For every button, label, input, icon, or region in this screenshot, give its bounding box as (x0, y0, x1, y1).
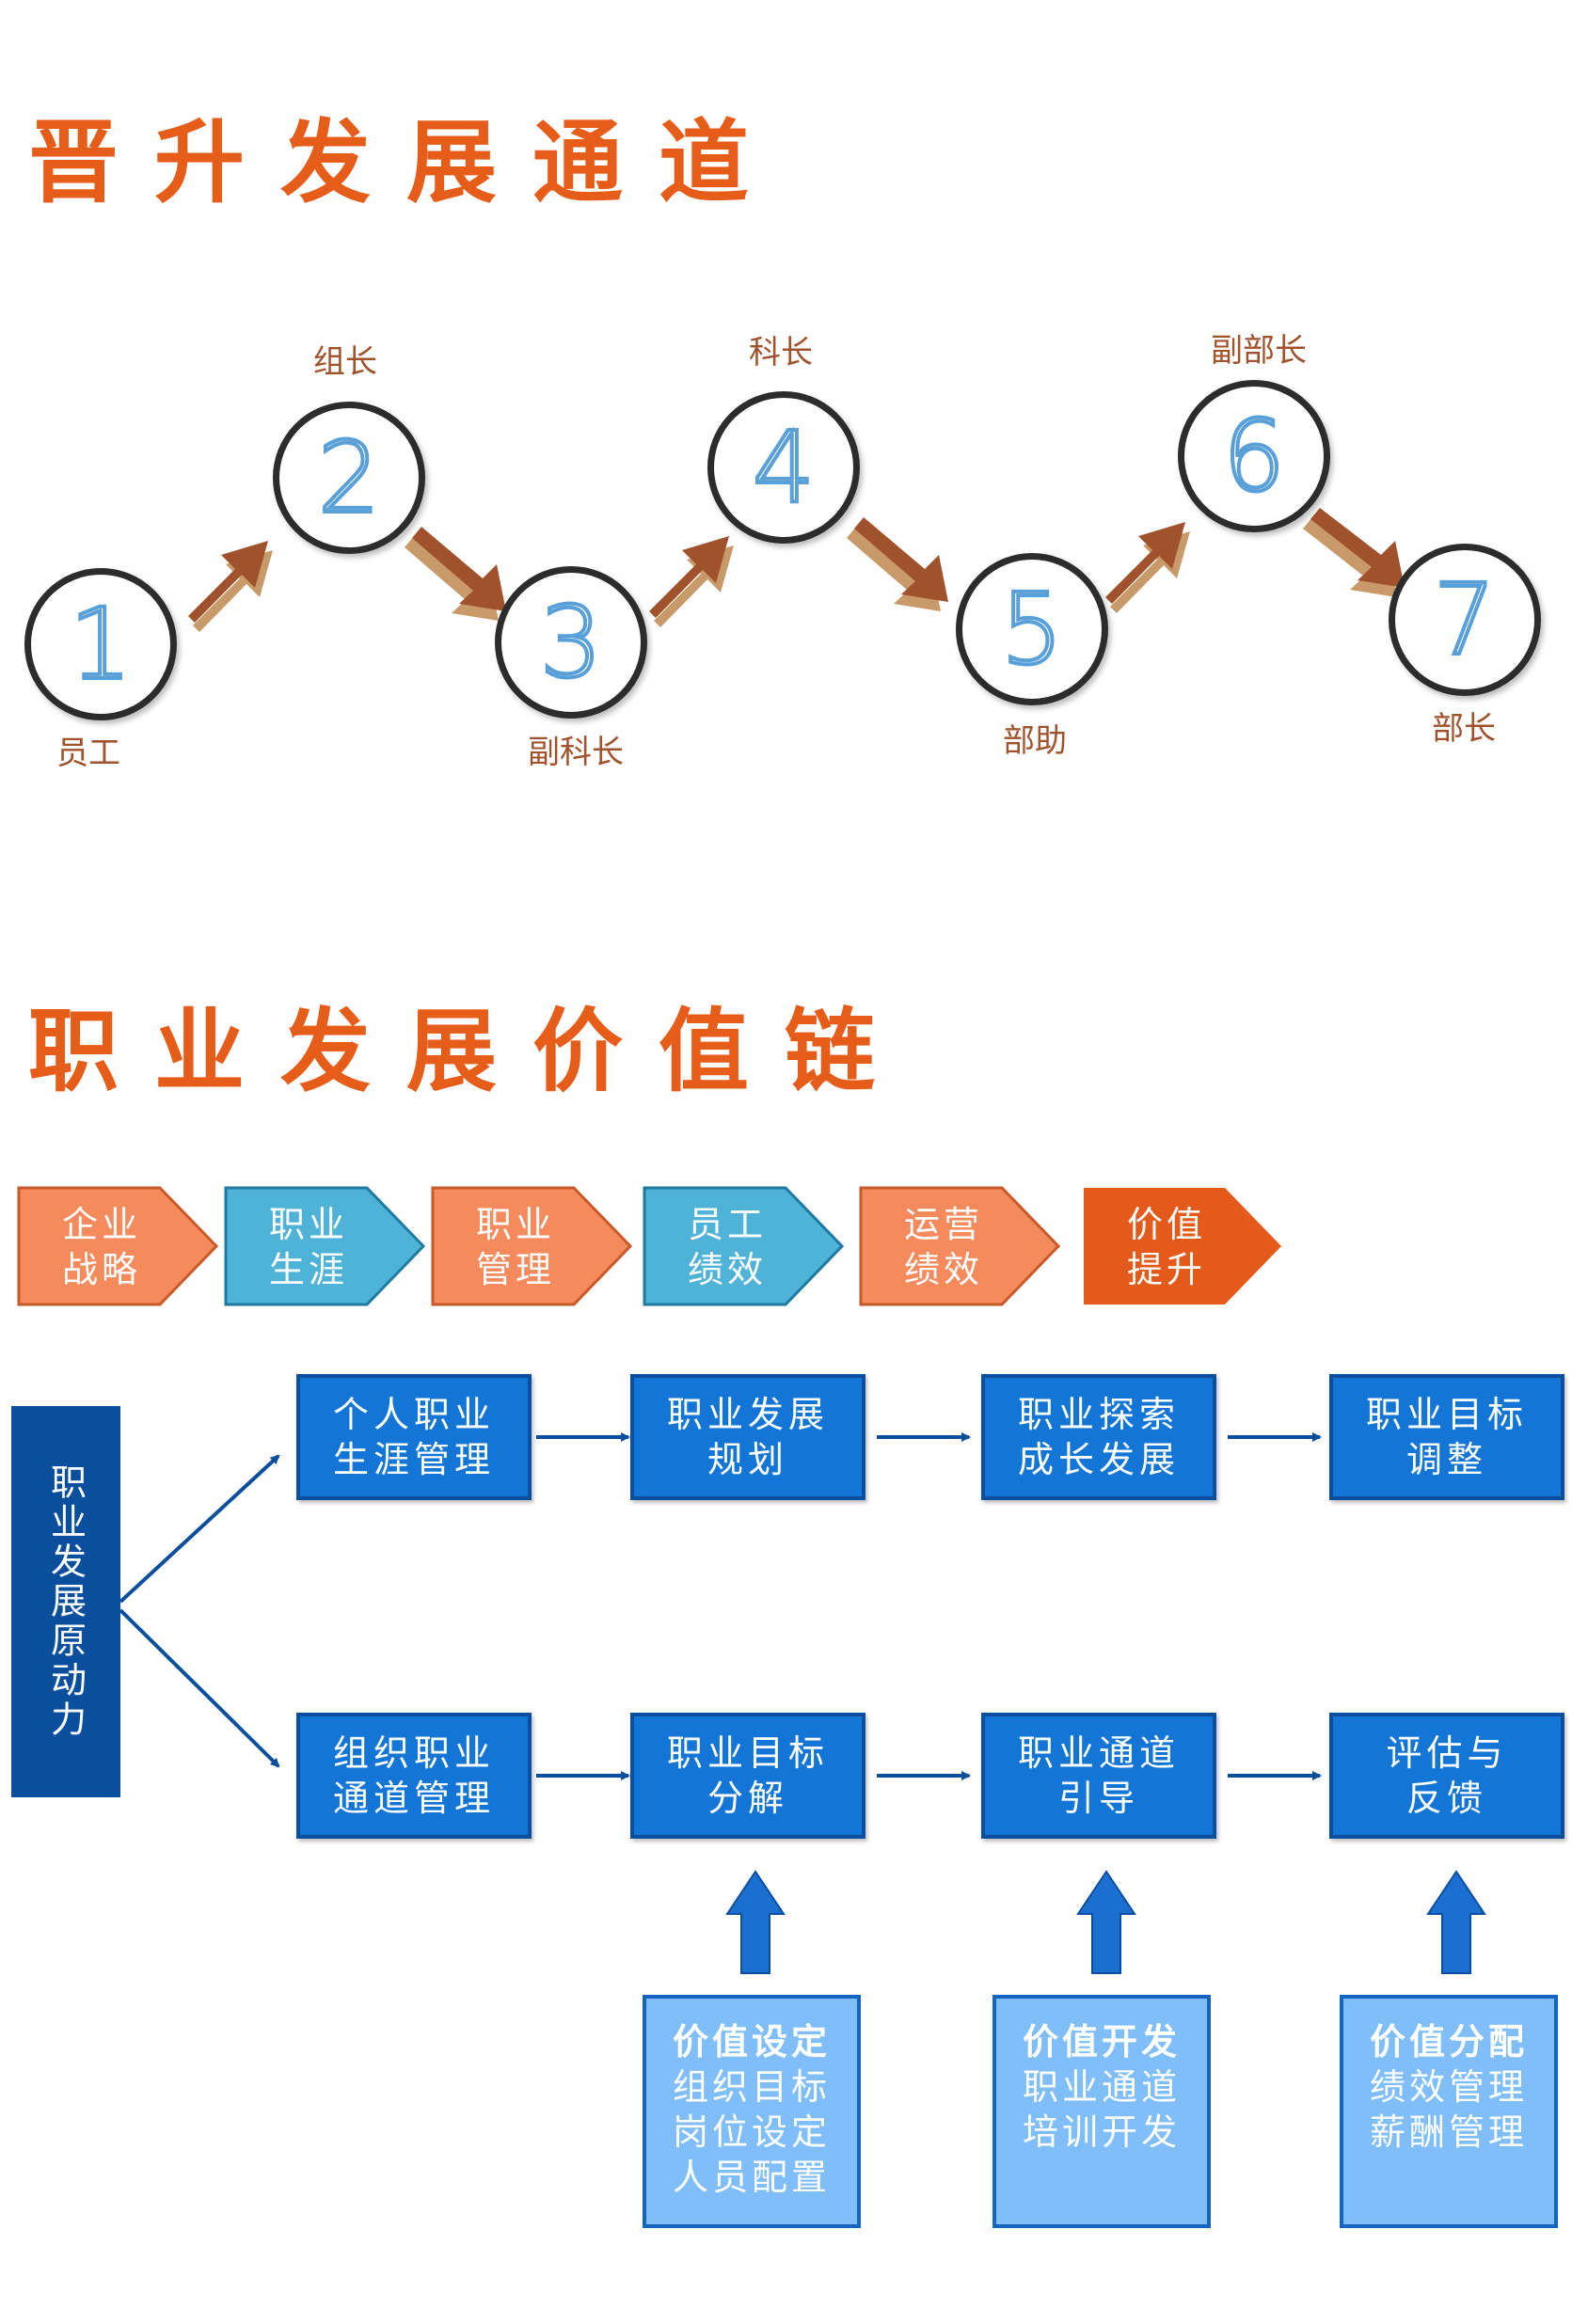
chevron-3: 职业管理 (475, 1204, 555, 1290)
level-circle-6: 6 (1178, 380, 1330, 532)
value-box-development-line: 职业通道 (1022, 2066, 1181, 2108)
chevron-shape-4 (643, 1186, 845, 1306)
chevron-shape-1 (17, 1186, 219, 1306)
row1-box-3: 职业探索成长发展 (981, 1374, 1216, 1500)
section-title-value-chain: 职业发展价值链 (28, 999, 911, 1104)
level-circle-2: 2 (273, 402, 425, 554)
chevron-shape-3 (431, 1186, 633, 1306)
chevron-6: 价值提升 (1126, 1204, 1206, 1290)
step-arrow-5 (1105, 522, 1190, 613)
origin-box: 职业发展原动力 (11, 1406, 120, 1797)
level-circle-1: 1 (24, 568, 177, 720)
up-arrow-3 (1426, 1870, 1486, 1974)
value-box-distribution-line: 绩效管理 (1369, 2066, 1528, 2108)
value-box-development-line: 培训开发 (1022, 2111, 1181, 2153)
value-box-distribution-line: 薪酬管理 (1369, 2111, 1528, 2153)
level-label-6: 副部长 (1211, 332, 1307, 370)
value-box-development-head: 价值开发 (1022, 2021, 1181, 2063)
step-arrow-3 (649, 536, 734, 627)
row2-box-1: 组织职业通道管理 (296, 1713, 532, 1839)
level-label-2: 组长 (313, 343, 377, 381)
row1-box-4: 职业目标调整 (1329, 1374, 1564, 1500)
value-box-distribution: 价值分配 绩效管理 薪酬管理 (1340, 1995, 1558, 2228)
row1-box-2: 职业发展规划 (630, 1374, 865, 1500)
level-circle-3: 3 (495, 566, 647, 719)
branch-arrow-down (119, 1608, 280, 1768)
value-box-setting: 价值设定 组织目标 岗位设定 人员配置 (643, 1995, 861, 2228)
value-box-setting-line: 人员配置 (672, 2157, 831, 2198)
level-circle-4: 4 (707, 391, 860, 544)
value-box-setting-head: 价值设定 (672, 2021, 831, 2063)
chevron-1: 企业战略 (61, 1204, 141, 1290)
chevron-shape-6 (1084, 1188, 1281, 1304)
level-circle-5: 5 (956, 553, 1108, 705)
step-arrow-4 (847, 517, 948, 611)
chevron-5: 运营绩效 (903, 1204, 983, 1290)
level-label-7: 部长 (1432, 710, 1496, 748)
value-box-setting-line: 组织目标 (672, 2066, 831, 2108)
step-arrow-6 (1303, 508, 1405, 597)
step-arrow-1 (188, 541, 273, 632)
chevron-4: 员工绩效 (687, 1204, 767, 1290)
up-arrow-1 (725, 1870, 786, 1974)
up-arrow-2 (1076, 1870, 1136, 1974)
section-title-promotion: 晋升发展通道 (28, 110, 785, 215)
branch-arrow-up (119, 1454, 280, 1604)
chevron-shape-2 (224, 1186, 426, 1306)
level-label-3: 副科长 (528, 734, 624, 771)
level-label-4: 科长 (749, 334, 813, 372)
chevron-shape-5 (859, 1186, 1061, 1306)
row1-box-1: 个人职业生涯管理 (296, 1374, 532, 1500)
chevron-2: 职业生涯 (268, 1204, 348, 1290)
level-label-1: 员工 (56, 735, 120, 772)
level-circle-7: 7 (1389, 544, 1541, 696)
level-label-5: 部助 (1003, 722, 1067, 760)
row2-box-4: 评估与反馈 (1329, 1713, 1564, 1839)
row2-box-2: 职业目标分解 (630, 1713, 865, 1839)
value-box-distribution-head: 价值分配 (1369, 2021, 1528, 2063)
row2-box-3: 职业通道引导 (981, 1713, 1216, 1839)
value-box-development: 价值开发 职业通道 培训开发 (992, 1995, 1211, 2228)
step-arrow-2 (405, 527, 506, 621)
value-box-setting-line: 岗位设定 (672, 2111, 831, 2153)
